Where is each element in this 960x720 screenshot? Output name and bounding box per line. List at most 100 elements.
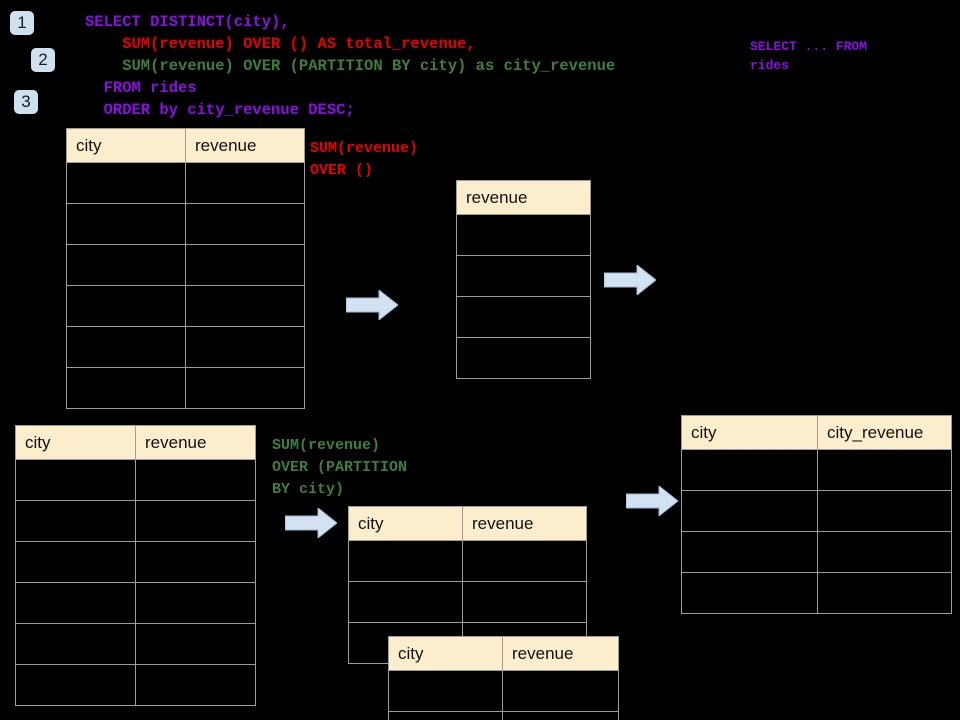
table-row: [66, 285, 305, 327]
table-cell: [681, 490, 818, 532]
table-cell: [15, 582, 136, 624]
table-header-row: city revenue: [348, 506, 587, 541]
table-cell: [135, 582, 256, 624]
table-cell: [15, 623, 136, 665]
table-row: [456, 255, 591, 297]
table-cell: [66, 367, 186, 409]
table-cell: [185, 367, 305, 409]
city-revenue-result-table: city city_revenue: [681, 415, 952, 614]
table-cell: [15, 500, 136, 542]
table-cell: [456, 337, 591, 379]
table-cell: [185, 285, 305, 327]
step-badge-2: 2: [31, 48, 55, 72]
table-cell: [15, 664, 136, 706]
table-cell: [135, 664, 256, 706]
step-badge-1: 1: [10, 11, 34, 35]
table-cell: [456, 214, 591, 256]
column-header-revenue: revenue: [502, 636, 619, 671]
table-cell: [185, 244, 305, 286]
table-cell: [388, 711, 503, 720]
table-cell: [185, 326, 305, 368]
arrow-source-to-partition: [285, 508, 337, 538]
column-header-city: city: [681, 415, 818, 450]
table-row: [681, 490, 952, 532]
table-header-row: city revenue: [388, 636, 619, 671]
table-cell: [66, 162, 186, 204]
table-cell: [185, 162, 305, 204]
table-cell: [135, 459, 256, 501]
table-header-row: revenue: [456, 180, 591, 215]
table-cell: [681, 449, 818, 491]
table-cell: [348, 581, 463, 623]
table-cell: [681, 572, 818, 614]
table-cell: [681, 531, 818, 573]
rides-source-table-top: city revenue: [66, 128, 305, 409]
table-row: [681, 449, 952, 491]
table-cell: [456, 255, 591, 297]
sql-line-select-distinct: SELECT DISTINCT(city),: [85, 13, 290, 31]
column-header-city: city: [66, 128, 186, 163]
column-header-revenue: revenue: [456, 180, 591, 215]
table-cell: [15, 541, 136, 583]
table-cell: [135, 541, 256, 583]
table-cell: [66, 203, 186, 245]
column-header-city-revenue: city_revenue: [817, 415, 952, 450]
table-cell: [135, 623, 256, 665]
table-cell: [15, 459, 136, 501]
table-cell: [348, 540, 463, 582]
arrow-partition-to-result: [626, 486, 678, 516]
total-revenue-table: revenue: [456, 180, 591, 379]
table-row: [681, 572, 952, 614]
table-row: [681, 531, 952, 573]
table-row: [348, 581, 587, 623]
table-cell: [502, 711, 619, 720]
table-cell: [388, 670, 503, 712]
table-cell: [462, 581, 587, 623]
table-row: [66, 326, 305, 368]
table-header-row: city revenue: [66, 128, 305, 163]
table-cell: [817, 572, 952, 614]
column-header-city: city: [348, 506, 463, 541]
sql-line-order-by: ORDER by city_revenue DESC;: [85, 101, 355, 119]
table-row: [15, 541, 256, 583]
table-cell: [502, 670, 619, 712]
table-row: [456, 296, 591, 338]
column-header-city: city: [15, 425, 136, 460]
annotation-select-from-rides: SELECT ... FROM rides: [750, 39, 868, 73]
table-row: [348, 540, 587, 582]
table-cell: [66, 285, 186, 327]
sql-line-from: FROM rides: [85, 79, 197, 97]
column-header-city: city: [388, 636, 503, 671]
table-cell: [817, 490, 952, 532]
table-row: [388, 711, 619, 720]
table-cell: [817, 531, 952, 573]
table-header-row: city revenue: [15, 425, 256, 460]
table-row: [15, 664, 256, 706]
sql-line-sum-over-partition: SUM(revenue) OVER (PARTITION BY city) as…: [85, 57, 616, 75]
table-cell: [66, 244, 186, 286]
column-header-revenue: revenue: [185, 128, 305, 163]
arrow-total-to-result: [604, 265, 656, 295]
table-row: [388, 670, 619, 712]
arrow-source-to-total: [346, 290, 398, 320]
table-cell: [185, 203, 305, 245]
sql-line-sum-over-empty: SUM(revenue) OVER () AS total_revenue,: [85, 35, 476, 53]
step-badge-3: 3: [14, 90, 38, 114]
column-header-revenue: revenue: [135, 425, 256, 460]
table-row: [15, 582, 256, 624]
table-row: [66, 367, 305, 409]
rides-source-table-bottom: city revenue: [15, 425, 256, 706]
annotation-sum-over-empty: SUM(revenue) OVER (): [310, 140, 419, 179]
table-row: [66, 203, 305, 245]
table-row: [456, 337, 591, 379]
table-cell: [817, 449, 952, 491]
table-row: [66, 162, 305, 204]
table-cell: [462, 540, 587, 582]
table-row: [456, 214, 591, 256]
partition-group-table-front: city revenue: [388, 636, 619, 720]
table-cell: [135, 500, 256, 542]
table-row: [15, 623, 256, 665]
table-row: [15, 500, 256, 542]
table-header-row: city city_revenue: [681, 415, 952, 450]
